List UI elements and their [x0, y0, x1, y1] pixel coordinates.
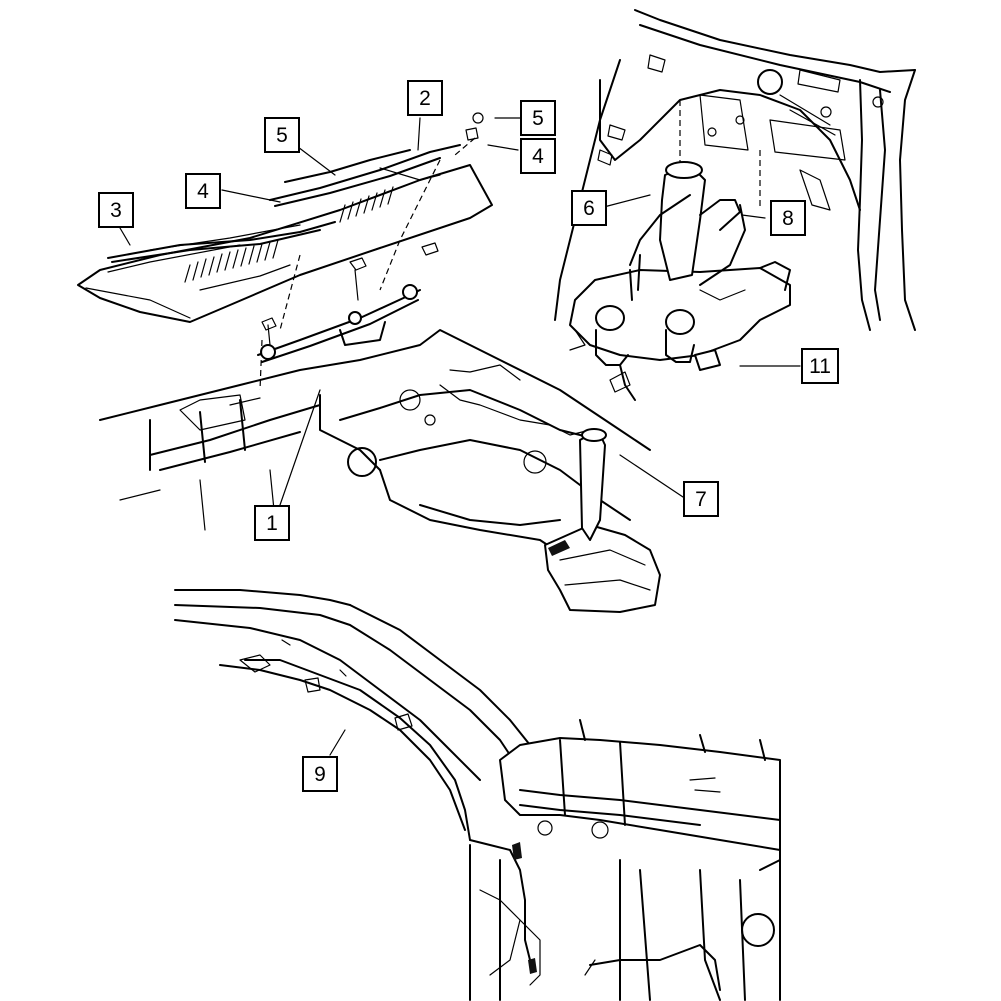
leader-lines [119, 117, 801, 756]
callout-2: 2 [407, 80, 443, 116]
callout-11: 11 [801, 348, 839, 384]
callout-6: 6 [571, 190, 607, 226]
fasteners [259, 112, 484, 391]
wiper-linkage [257, 269, 421, 363]
callout-7: 7 [683, 481, 719, 517]
washer-bottle-lower [544, 428, 661, 613]
callout-4-arm: 4 [185, 173, 221, 209]
callout-5-nut: 5 [520, 100, 556, 136]
callout-3: 3 [98, 192, 134, 228]
wiper-arm-left [107, 221, 336, 263]
cowl-panel [77, 164, 493, 323]
callout-9: 9 [302, 756, 338, 792]
wiper-arm-right [269, 144, 461, 207]
callout-1: 1 [254, 505, 290, 541]
hood-hinge-structure [174, 589, 531, 961]
callout-8: 8 [770, 200, 806, 236]
cowl-front-end [469, 719, 781, 1001]
washer-reservoir [569, 161, 791, 401]
body-firewall [99, 329, 651, 561]
callout-5-cowl: 5 [264, 117, 300, 153]
callout-4-washer: 4 [520, 138, 556, 174]
